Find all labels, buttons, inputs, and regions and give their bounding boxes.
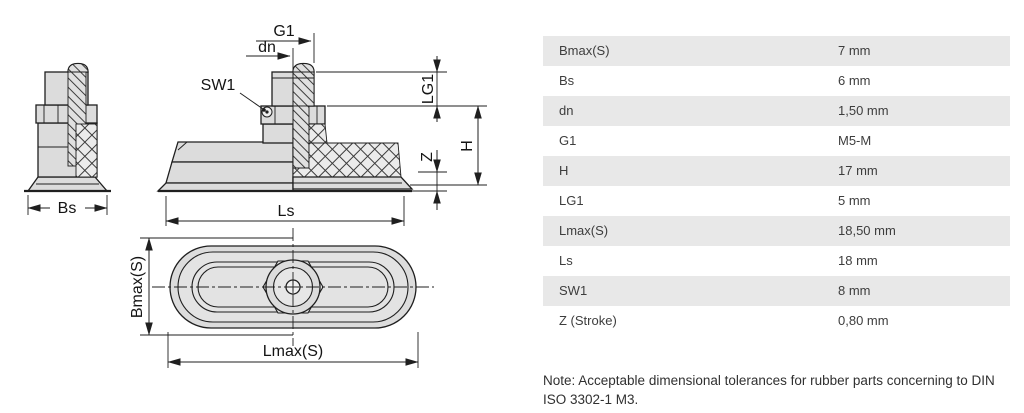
- label-dn: dn: [258, 39, 276, 56]
- row-value: 18,50 mm: [838, 223, 896, 238]
- table-row: Bmax(S) 7 mm: [543, 36, 1010, 66]
- row-label: Z (Stroke): [559, 313, 617, 328]
- label-bmax: Bmax(S): [129, 256, 146, 318]
- dim-sw1: SW1: [201, 77, 266, 112]
- row-value: 17 mm: [838, 163, 878, 178]
- row-value: 0,80 mm: [838, 313, 889, 328]
- dim-ls: Ls: [165, 196, 405, 226]
- label-z: Z: [419, 152, 436, 162]
- top-view: Bmax(S) Lmax(S): [129, 228, 434, 368]
- row-value: 5 mm: [838, 193, 871, 208]
- row-label: Bs: [559, 73, 575, 88]
- row-label: dn: [559, 103, 574, 118]
- row-value: M5-M: [838, 133, 872, 148]
- side-view: Bs: [24, 62, 111, 217]
- dim-bmax: Bmax(S): [129, 237, 293, 336]
- table-row: Z (Stroke) 0,80 mm: [543, 306, 1010, 336]
- dim-dn: dn: [246, 39, 291, 60]
- row-value: 6 mm: [838, 73, 871, 88]
- label-bs: Bs: [58, 200, 77, 217]
- row-label: G1: [559, 133, 577, 148]
- row-value: 8 mm: [838, 283, 871, 298]
- dim-z: Z: [419, 150, 441, 210]
- table-row: Bs 6 mm: [543, 66, 1010, 96]
- table-row: SW1 8 mm: [543, 276, 1010, 306]
- row-value: 18 mm: [838, 253, 878, 268]
- label-g1: G1: [273, 23, 294, 40]
- table-row: LG1 5 mm: [543, 186, 1010, 216]
- front-section-view: G1 dn SW1 LG1: [156, 23, 487, 226]
- row-label: Lmax(S): [559, 223, 609, 238]
- dim-lmax: Lmax(S): [167, 332, 419, 368]
- tolerance-note: Note: Acceptable dimensional tolerances …: [543, 373, 995, 408]
- row-label: SW1: [559, 283, 588, 298]
- dim-bs: Bs: [27, 195, 108, 217]
- table-row: Ls 18 mm: [543, 246, 1010, 276]
- label-lg1: LG1: [420, 74, 437, 104]
- table-row: Lmax(S) 18,50 mm: [543, 216, 1010, 246]
- table-row: G1 M5-M: [543, 126, 1010, 156]
- dim-g1: G1: [256, 23, 315, 63]
- label-ls: Ls: [278, 203, 295, 220]
- label-h: H: [459, 140, 476, 152]
- dimension-table: Bmax(S) 7 mm Bs 6 mm dn 1,50 mm G1 M5-M …: [543, 36, 1010, 336]
- technical-drawing: Bs: [24, 23, 487, 368]
- label-sw1: SW1: [201, 77, 236, 94]
- row-label: Ls: [559, 253, 573, 268]
- dim-lg1: LG1: [420, 56, 441, 122]
- row-label: Bmax(S): [559, 43, 610, 58]
- row-value: 1,50 mm: [838, 103, 889, 118]
- row-value: 7 mm: [838, 43, 871, 58]
- table-row: H 17 mm: [543, 156, 1010, 186]
- label-lmax: Lmax(S): [263, 343, 323, 360]
- table-row: dn 1,50 mm: [543, 96, 1010, 126]
- row-label: H: [559, 163, 569, 178]
- row-label: LG1: [559, 193, 584, 208]
- dim-h: H: [459, 105, 482, 186]
